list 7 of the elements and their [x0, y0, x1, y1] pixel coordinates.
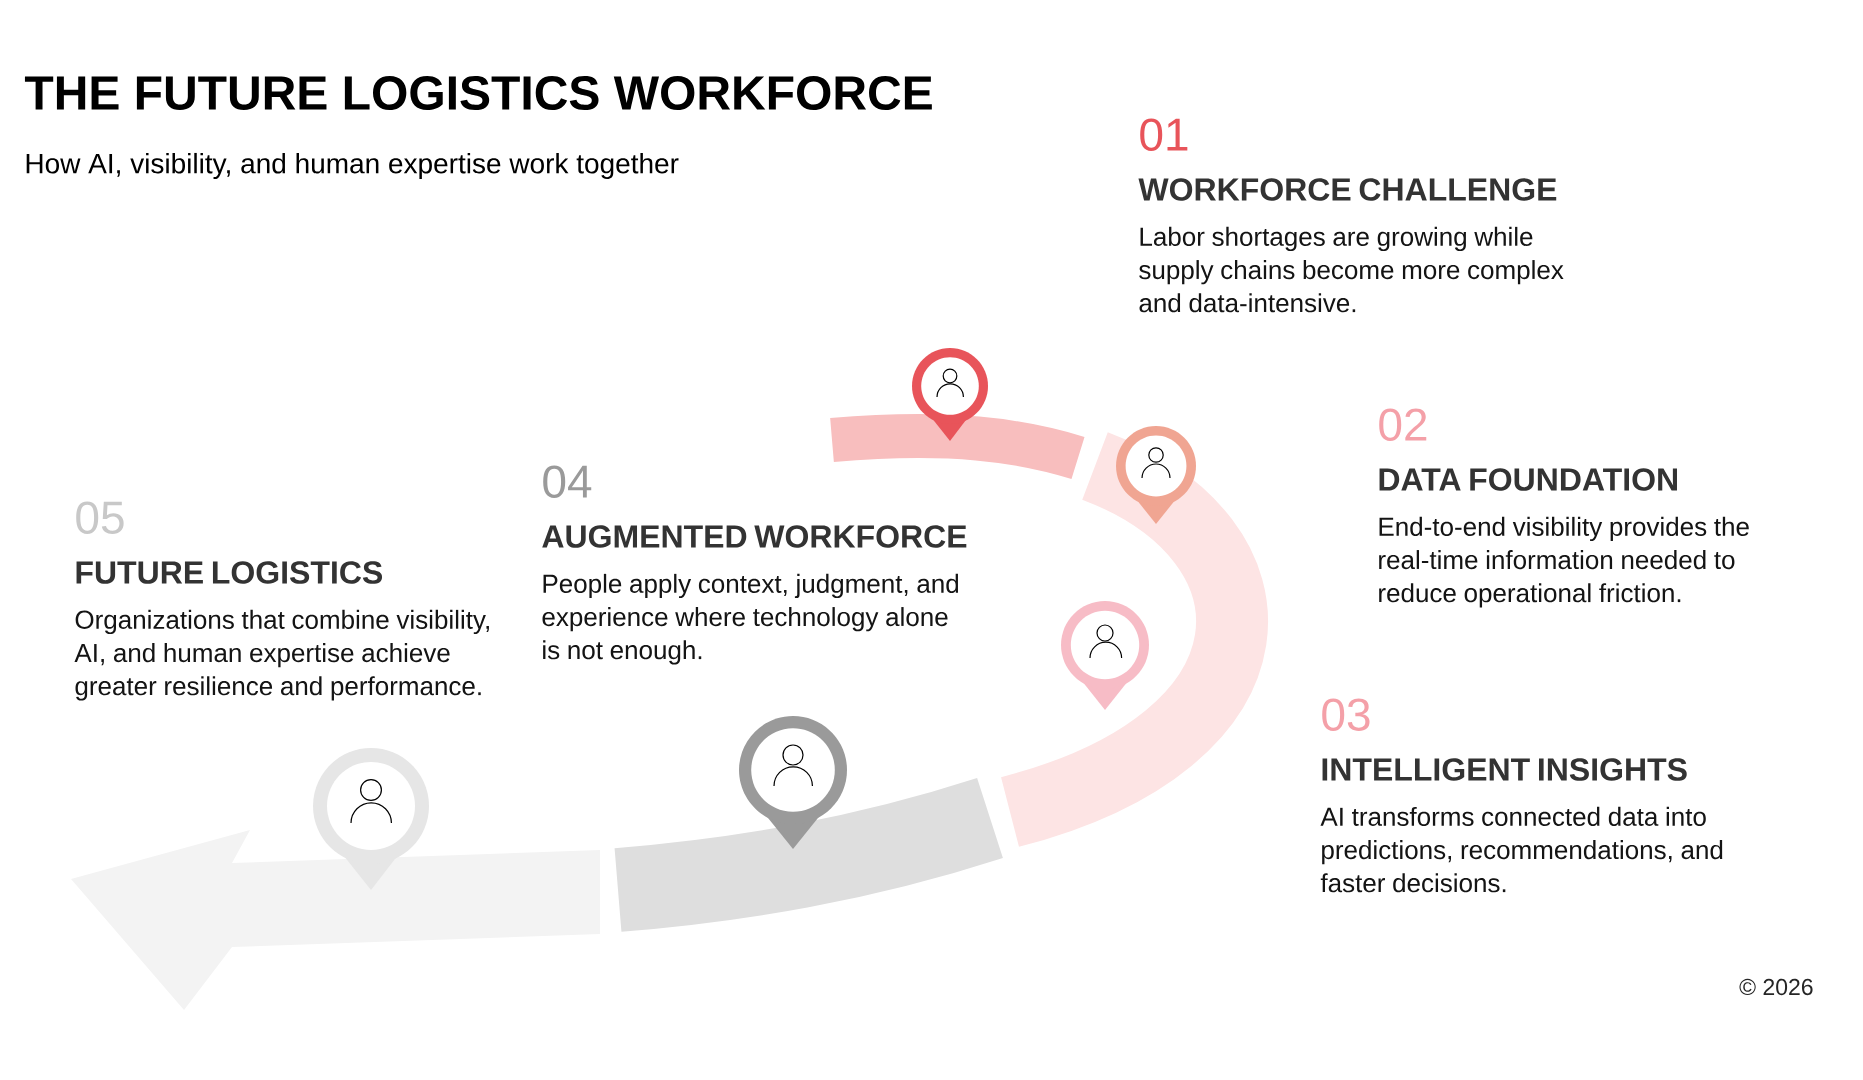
step-text: 03 INTELLIGENT INSIGHTS AI transforms connected data into predictions, recommendations, and faster decisions.	[1320, 698, 1723, 893]
step-text: 01 WORKFORCE CHALLENGE Labor shortages are growing while supply chains become more complex and data-intensive.	[1138, 118, 1564, 313]
title: THE FUTURE LOGISTICS WORKFORCE	[24, 76, 932, 110]
copyright-note: © 2026	[1739, 978, 1813, 996]
step-text: 04 AUGMENTED WORKFORCE People apply context, judgment, and experience where technology alone is not enough.	[542, 465, 967, 665]
subtitle: How AI, visibility, and human expertise work together	[26, 152, 679, 180]
step-text: 02 DATA FOUNDATION End-to-end visibility provides the real-time information needed to reduce operational friction.	[1379, 408, 1749, 608]
